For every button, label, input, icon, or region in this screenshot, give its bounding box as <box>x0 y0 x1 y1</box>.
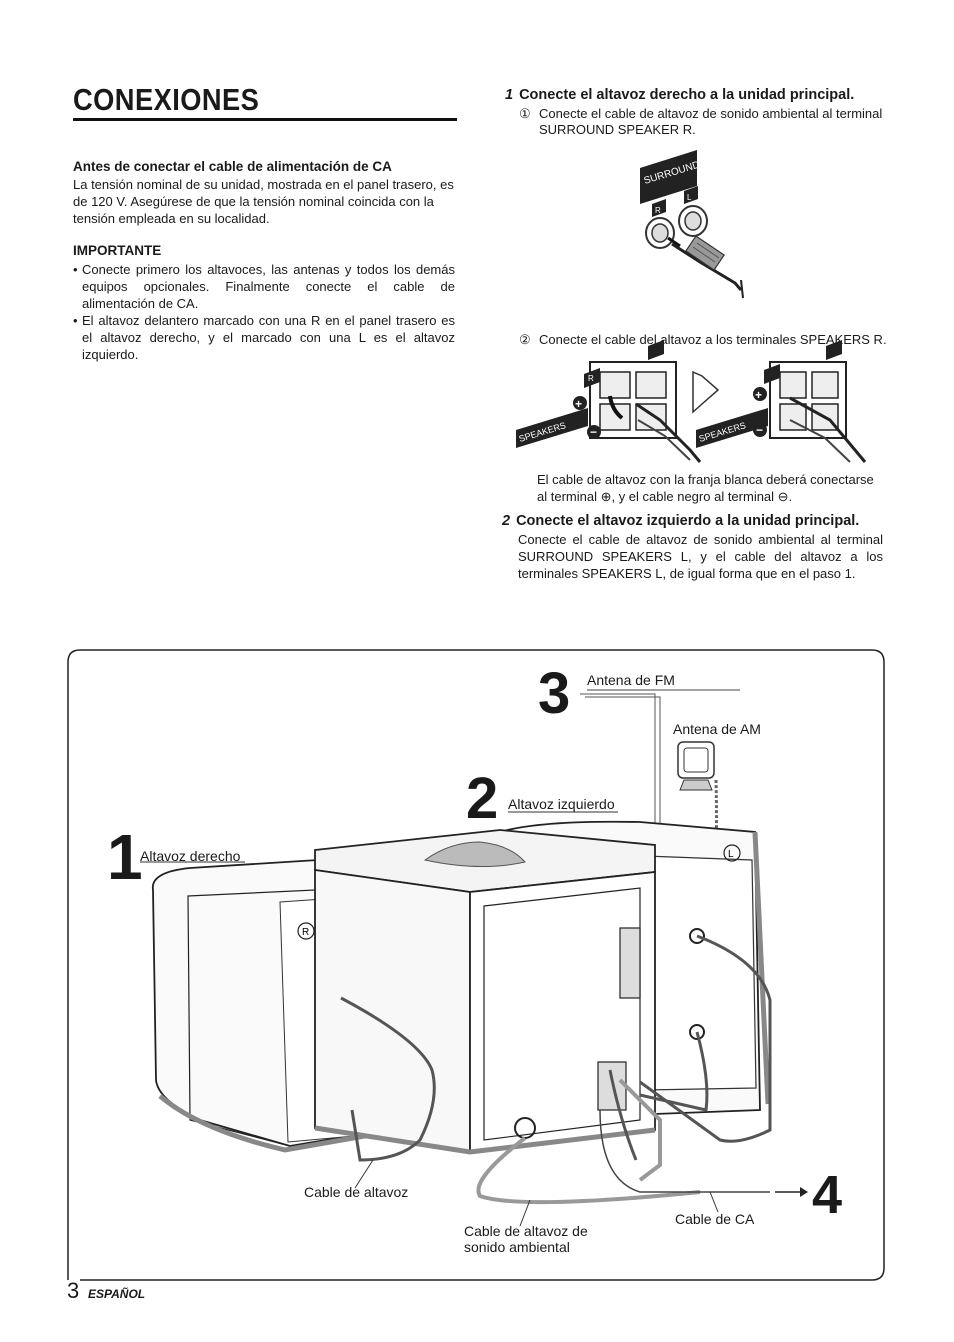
step1-note: El cable de altavoz con la franja blanca… <box>537 472 874 504</box>
page-number: 3 <box>67 1278 80 1303</box>
step2-text: Conecte el cable de altavoz de sonido am… <box>518 532 883 581</box>
page-title: CONEXIONES <box>73 82 260 117</box>
label-surround-cable-line2: sonido ambiental <box>464 1239 570 1255</box>
important-heading: IMPORTANTE <box>73 243 162 258</box>
diagram-step-2: 2 <box>466 766 499 831</box>
power-text: La tensión nominal de su unidad, mostrad… <box>73 177 454 226</box>
diagram-step-4: 4 <box>812 1165 843 1225</box>
step1-number: 1 <box>505 87 514 103</box>
step1-sub2-mark: ② <box>519 332 531 347</box>
important-list: Conecte primero los altavoces, las anten… <box>73 261 455 363</box>
diagram-step-3: 3 <box>538 661 571 726</box>
label-left-speaker: Altavoz izquierdo <box>508 796 615 812</box>
label-surround-cable-line1: Cable de altavoz de <box>464 1223 588 1239</box>
step2-heading-text: Conecte el altavoz izquierdo a la unidad… <box>516 513 860 529</box>
power-heading: Antes de conectar el cable de alimentaci… <box>73 159 392 174</box>
step1-heading-text: Conecte el altavoz derecho a la unidad p… <box>519 87 855 103</box>
step1-sub1-mark: ① <box>519 106 531 121</box>
important-bullet-1: Conecte primero los altavoces, las anten… <box>73 261 455 312</box>
title-underline <box>73 118 457 121</box>
step2-heading: 2 Conecte el altavoz izquierdo a la unida… <box>502 513 859 529</box>
diagram-step-1: 1 <box>107 821 143 893</box>
label-right-speaker: Altavoz derecho <box>140 848 241 864</box>
step2-number: 2 <box>502 513 511 529</box>
badge-l: L <box>728 849 734 860</box>
label-am-antenna: Antena de AM <box>673 721 761 737</box>
step1-sub1-text: Conecte el cable de altavoz de sonido am… <box>539 106 883 137</box>
step1-sub2: ② Conecte el cable del altavoz a los ter… <box>519 332 907 348</box>
badge-r: R <box>302 927 309 938</box>
important-bullet-2: El altavoz delantero marcado con una R e… <box>73 312 455 363</box>
step1-sub2-text: Conecte el cable del altavoz a los termi… <box>539 332 887 347</box>
step1-heading: 1 Conecte el altavoz derecho a la unidad … <box>505 87 854 103</box>
label-speaker-cable: Cable de altavoz <box>304 1184 409 1200</box>
step1-sub1: ① Conecte el cable de altavoz de sonido … <box>519 106 905 138</box>
label-ac-cable: Cable de CA <box>675 1211 755 1227</box>
label-fm-antenna: Antena de FM <box>587 672 675 688</box>
footer-language: ESPAÑOL <box>88 1287 146 1301</box>
label-surround-cable: Cable de altavoz de sonido ambiental <box>464 1223 588 1255</box>
